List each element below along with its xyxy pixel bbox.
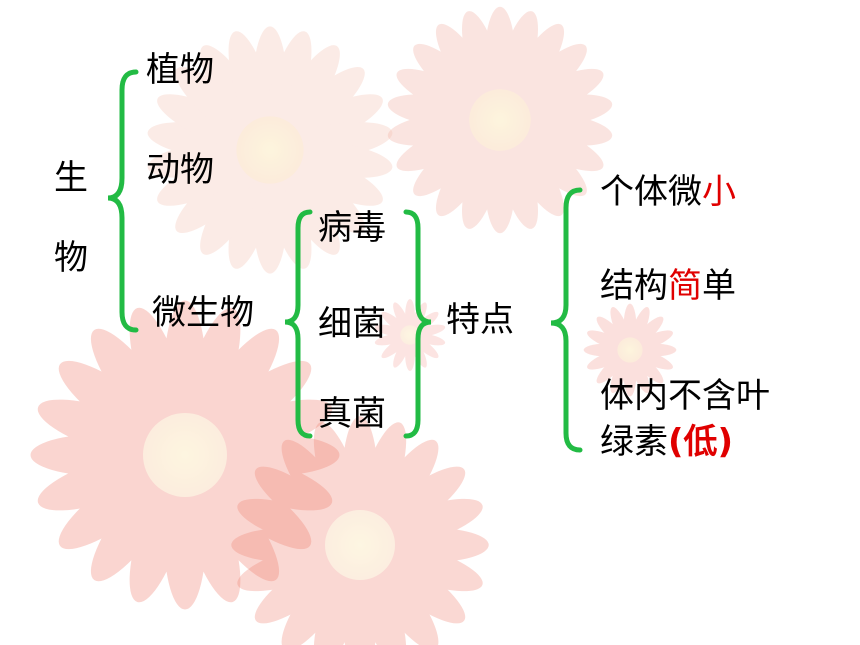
item-virus: 病毒 <box>318 208 386 248</box>
feature-no-chlorophyll-line1: 体内不含叶 <box>600 376 770 416</box>
flower-decoration <box>387 6 613 234</box>
item-animals: 动物 <box>146 150 214 190</box>
feature-small-size: 个体微小 <box>600 172 736 212</box>
flower-decoration <box>231 416 489 645</box>
brace-microbes <box>284 209 313 439</box>
feature-small-size-highlight: 小 <box>702 172 736 212</box>
item-microbes: 微生物 <box>152 293 254 333</box>
root-char-1: 生 <box>54 158 88 198</box>
feature-simple-structure-text-b: 单 <box>702 266 736 306</box>
flower-decoration <box>30 300 340 610</box>
features-label: 特点 <box>446 300 514 340</box>
feature-no-chlorophyll-text: 绿素 <box>600 422 668 462</box>
flower-decoration <box>374 298 446 372</box>
feature-simple-structure-text-a: 结构 <box>600 266 668 306</box>
flower-decoration <box>583 303 677 397</box>
item-fungi: 真菌 <box>318 394 386 434</box>
item-plants: 植物 <box>146 50 214 90</box>
item-bacteria: 细菌 <box>318 304 386 344</box>
brace-level1 <box>107 69 139 333</box>
feature-simple-structure-highlight: 简 <box>668 266 702 306</box>
brace-features <box>550 187 583 453</box>
brace-microbes-close <box>403 209 432 439</box>
feature-no-chlorophyll-highlight: (低) <box>668 422 734 462</box>
feature-no-chlorophyll-line2: 绿素(低) <box>600 422 733 462</box>
feature-small-size-text: 个体微 <box>600 172 702 212</box>
flower-decoration <box>147 26 393 274</box>
feature-simple-structure: 结构简单 <box>600 266 736 306</box>
root-char-2: 物 <box>54 238 88 278</box>
